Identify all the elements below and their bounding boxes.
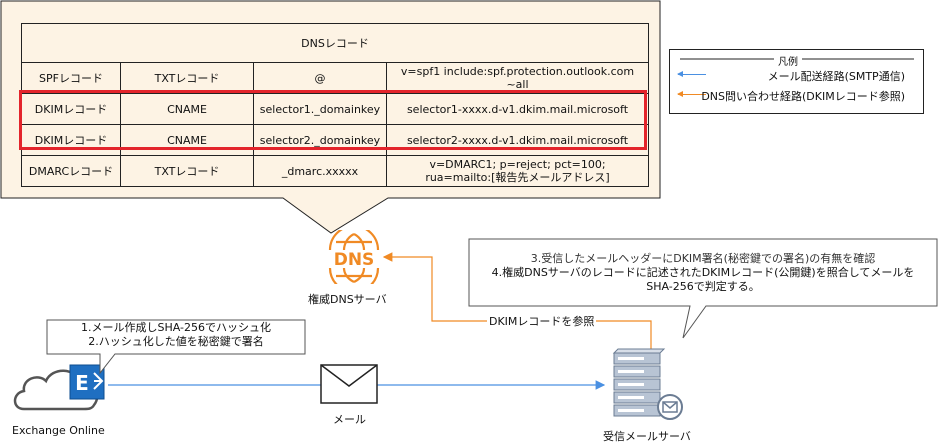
dns-server-icon: DNS (328, 230, 380, 284)
dkim-lookup-label: DKIMレコードを参照 (487, 313, 597, 329)
table-cell: DMARCレコード (21, 155, 121, 187)
dns-lookup-line (382, 252, 652, 350)
mail-label: メール (333, 413, 366, 426)
table-cell: TXTレコード (120, 62, 254, 94)
sender-note: 1.メール作成しSHA-256でハッシュ化 2.ハッシュ化した値を秘密鍵で署名 (47, 321, 305, 349)
note-line: 3.受信したメールヘッダーにDKIM署名(秘密鍵での署名)の有無を確認 (530, 252, 876, 265)
orange-arrow-icon (677, 91, 706, 97)
legend-label: メール配送経路(SMTP通信) (767, 70, 905, 83)
legend-title: 凡例 (778, 57, 798, 68)
exchange-cloud-icon: E (13, 364, 105, 411)
exchange-badge-text: E (75, 371, 89, 395)
table-cell: selector1-xxxx.d-v1.dkim.mail.microsoft (386, 93, 649, 125)
legend-frame (680, 58, 914, 60)
dkim-highlight-box (19, 90, 647, 150)
table-cell: DKIMレコード (21, 124, 121, 156)
mail-server-icon (612, 348, 683, 420)
legend-item-smtp: メール配送経路(SMTP通信) (677, 68, 915, 83)
legend: 凡例 メール配送経路(SMTP通信) DNS問い合わせ経路(DKIMレコード参照… (669, 49, 924, 114)
table-cell: CNAME (120, 93, 254, 125)
note-line: 4.権威DNSサーバのレコードに記述されたDKIMレコード(公開鍵)を照合してメ… (491, 266, 915, 279)
receiver-label: 受信メールサーバ (603, 430, 691, 443)
table-cell: selector1._domainkey (253, 93, 387, 125)
dns-record-table: DNSレコード SPFレコード TXTレコード @ v=spf1 include… (21, 23, 649, 187)
legend-item-dns: DNS問い合わせ経路(DKIMレコード参照) (677, 88, 915, 103)
mail-envelope-icon (320, 364, 378, 404)
table-cell: TXTレコード (120, 155, 254, 187)
blue-arrow-icon (677, 71, 706, 77)
table-cell: DKIMレコード (21, 93, 121, 125)
note-line: 2.ハッシュ化した値を秘密鍵で署名 (88, 335, 264, 348)
table-cell: CNAME (120, 124, 254, 156)
table-cell: _dmarc.xxxxx (253, 155, 387, 187)
exchange-online-label: Exchange Online (12, 424, 105, 437)
dns-icon-text: DNS (334, 250, 375, 270)
dns-table-title: DNSレコード (21, 23, 649, 63)
receiver-note: 3.受信したメールヘッダーにDKIM署名(秘密鍵での署名)の有無を確認 4.権威… (469, 252, 937, 294)
note-line: 1.メール作成しSHA-256でハッシュ化 (81, 321, 271, 334)
legend-label: DNS問い合わせ経路(DKIMレコード参照) (701, 90, 905, 103)
table-cell: v=spf1 include:spf.protection.outlook.co… (386, 62, 649, 94)
dns-server-label: 権威DNSサーバ (308, 293, 387, 306)
note-line: SHA-256で判定する。 (646, 280, 760, 293)
table-cell: selector2._domainkey (253, 124, 387, 156)
table-cell: v=DMARC1; p=reject; pct=100; rua=mailto:… (386, 155, 649, 187)
table-cell: selector2-xxxx.d-v1.dkim.mail.microsoft (386, 124, 649, 156)
